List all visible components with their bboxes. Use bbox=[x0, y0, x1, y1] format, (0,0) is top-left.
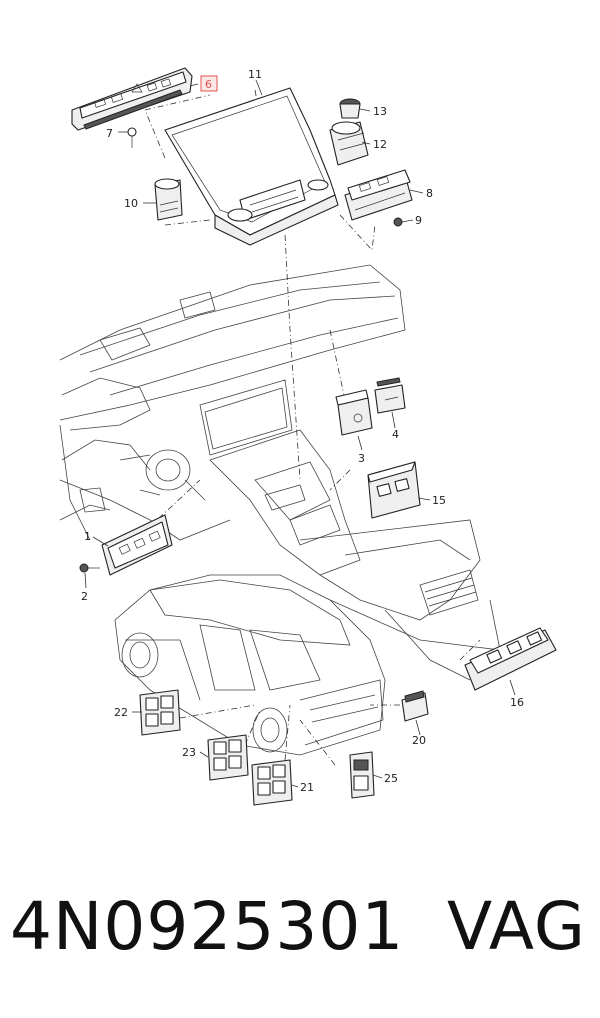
part-12-control-unit bbox=[329, 121, 369, 166]
callout-10: 10 bbox=[124, 197, 138, 210]
dashboard-drawing bbox=[59, 264, 501, 681]
part-25-door-switch bbox=[349, 751, 375, 799]
callout-4: 4 bbox=[392, 428, 399, 441]
part-7-screw bbox=[127, 127, 137, 148]
part-3-switch bbox=[335, 389, 373, 436]
callout-11: 11 bbox=[248, 68, 262, 81]
part-number: 4N0925301 bbox=[10, 888, 405, 965]
part-6-switch-strip bbox=[71, 67, 193, 131]
callout-13: 13 bbox=[373, 105, 387, 118]
callout-1: 1 bbox=[84, 530, 91, 543]
callout-21: 21 bbox=[300, 781, 314, 794]
callout-6-highlight bbox=[200, 75, 218, 92]
callout-12: 12 bbox=[373, 138, 387, 151]
callout-3: 3 bbox=[358, 452, 365, 465]
part-21-window-switch bbox=[251, 759, 293, 806]
callout-9: 9 bbox=[415, 214, 422, 227]
leader-lines bbox=[84, 79, 516, 788]
callout-16: 16 bbox=[510, 696, 524, 709]
callout-7: 7 bbox=[106, 127, 113, 140]
parts-diagram: 6 7 11 13 12 10 8 9 3 4 15 1 2 16 20 22 … bbox=[59, 67, 557, 806]
part-23-window-switch bbox=[207, 734, 249, 781]
part-10-rotary-knob bbox=[154, 178, 183, 221]
callout-25: 25 bbox=[384, 772, 398, 785]
part-9-screw bbox=[393, 217, 403, 227]
callout-6: 6 bbox=[205, 78, 212, 91]
callout-15: 15 bbox=[432, 494, 446, 507]
part-8-switch-module bbox=[344, 169, 413, 221]
callout-23: 23 bbox=[182, 746, 196, 759]
part-20-switch bbox=[401, 690, 429, 722]
part-4-switch bbox=[374, 377, 406, 414]
part-15-switch-block bbox=[367, 461, 421, 519]
part-11-centre-frame bbox=[164, 87, 339, 246]
footer: 4N0925301 VAG bbox=[0, 880, 600, 1000]
callout-8: 8 bbox=[426, 187, 433, 200]
part-16-climate-panel bbox=[464, 627, 557, 691]
part-22-window-switch bbox=[139, 689, 181, 736]
part-13-knob-cap bbox=[339, 98, 361, 119]
vehicle-drawing bbox=[114, 574, 386, 756]
callout-2: 2 bbox=[81, 590, 88, 603]
brand-label: VAG bbox=[446, 888, 586, 965]
callout-20: 20 bbox=[412, 734, 426, 747]
callout-22: 22 bbox=[114, 706, 128, 719]
part-1-light-switch bbox=[101, 514, 173, 576]
part-2-screw bbox=[79, 563, 100, 573]
